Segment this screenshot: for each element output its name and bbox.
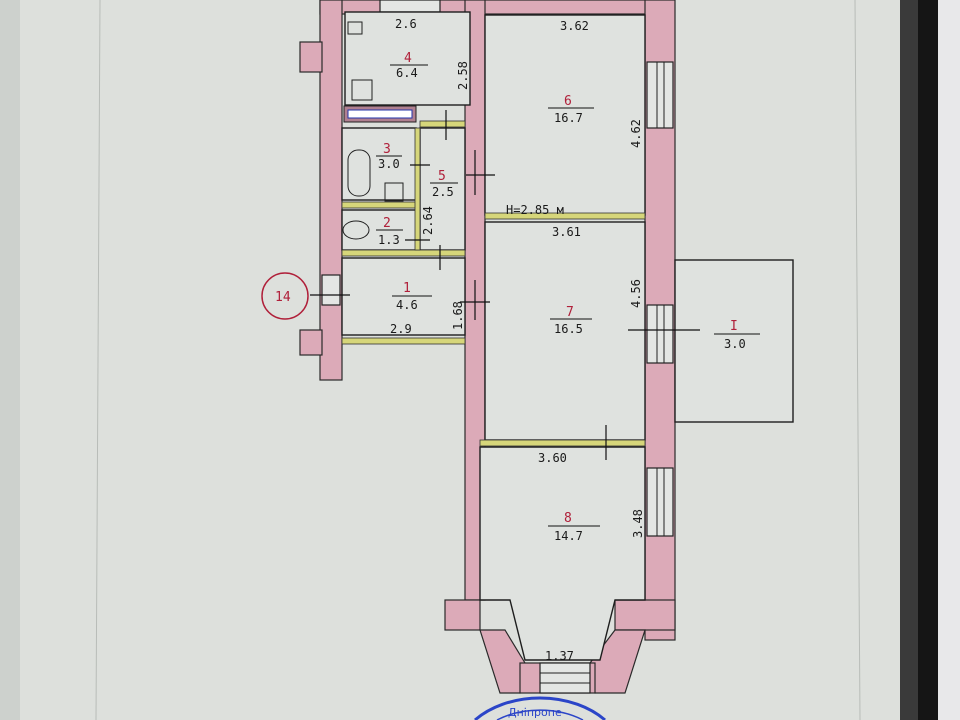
room-3	[341, 127, 417, 201]
room-number: 8	[564, 511, 572, 526]
stamp-text: Дніпропе	[508, 706, 562, 719]
dim-room1-width: 2.9	[390, 322, 412, 336]
ceiling-height-note: H=2.85 м	[506, 203, 564, 217]
dim-room7-length: 4.56	[629, 279, 643, 308]
table-surface	[938, 0, 960, 720]
window	[646, 304, 674, 364]
balcony-area: 3.0	[724, 337, 746, 351]
dim-room5-length: 2.64	[421, 206, 435, 235]
stove-icon	[351, 79, 373, 101]
room-number: 6	[564, 94, 572, 109]
dim-room8-length: 3.48	[631, 509, 645, 538]
binder-edge	[918, 0, 938, 720]
window-frames	[540, 62, 665, 684]
dim-room6-width: 3.62	[560, 19, 589, 33]
entrance-door	[321, 274, 341, 306]
room-area: 2.5	[432, 185, 454, 199]
window	[646, 61, 674, 129]
balcony-number: I	[730, 319, 738, 334]
room-4	[344, 11, 471, 106]
dim-room7-width: 3.61	[552, 225, 581, 239]
stamp-outer-ring	[474, 696, 606, 720]
sink-icon	[347, 21, 363, 35]
room-5	[419, 127, 466, 251]
entrance-number: 14	[275, 290, 291, 305]
dim-room4-length: 2.58	[456, 61, 470, 90]
toilet-icon	[342, 220, 370, 240]
dim-room4-width: 2.6	[395, 17, 417, 31]
room-number: 2	[383, 216, 391, 231]
dim-room8-width: 3.60	[538, 451, 567, 465]
room-number: 4	[404, 51, 412, 66]
balcony-I	[674, 259, 794, 423]
room-number: 1	[403, 281, 411, 296]
room-area: 6.4	[396, 66, 418, 80]
room-area: 14.7	[554, 529, 583, 543]
room-number: 7	[566, 305, 574, 320]
room-7	[484, 221, 646, 441]
room-number: 3	[383, 142, 391, 157]
room-8	[479, 446, 646, 661]
room-area: 16.5	[554, 322, 583, 336]
bathtub-icon	[347, 149, 371, 197]
room-area: 16.7	[554, 111, 583, 125]
door-marks	[310, 110, 700, 460]
dim-room1-length: 1.68	[451, 301, 465, 330]
entrance-marker	[261, 272, 309, 320]
window	[646, 467, 674, 537]
room-area: 4.6	[396, 298, 418, 312]
fold-line	[95, 0, 101, 720]
stamp-inner-ring	[496, 709, 584, 720]
binder-edge	[900, 0, 918, 720]
dim-room8-bay: 1.37	[545, 649, 574, 663]
stamp: Дніпропе	[474, 696, 606, 720]
room-area: 1.3	[378, 233, 400, 247]
washbasin-icon	[384, 182, 404, 202]
room-number: 5	[438, 169, 446, 184]
partitions	[341, 105, 646, 447]
room-area: 3.0	[378, 157, 400, 171]
window	[379, 0, 441, 13]
dim-room6-length: 4.62	[629, 119, 643, 148]
window	[539, 662, 591, 694]
fold-line	[854, 0, 861, 720]
